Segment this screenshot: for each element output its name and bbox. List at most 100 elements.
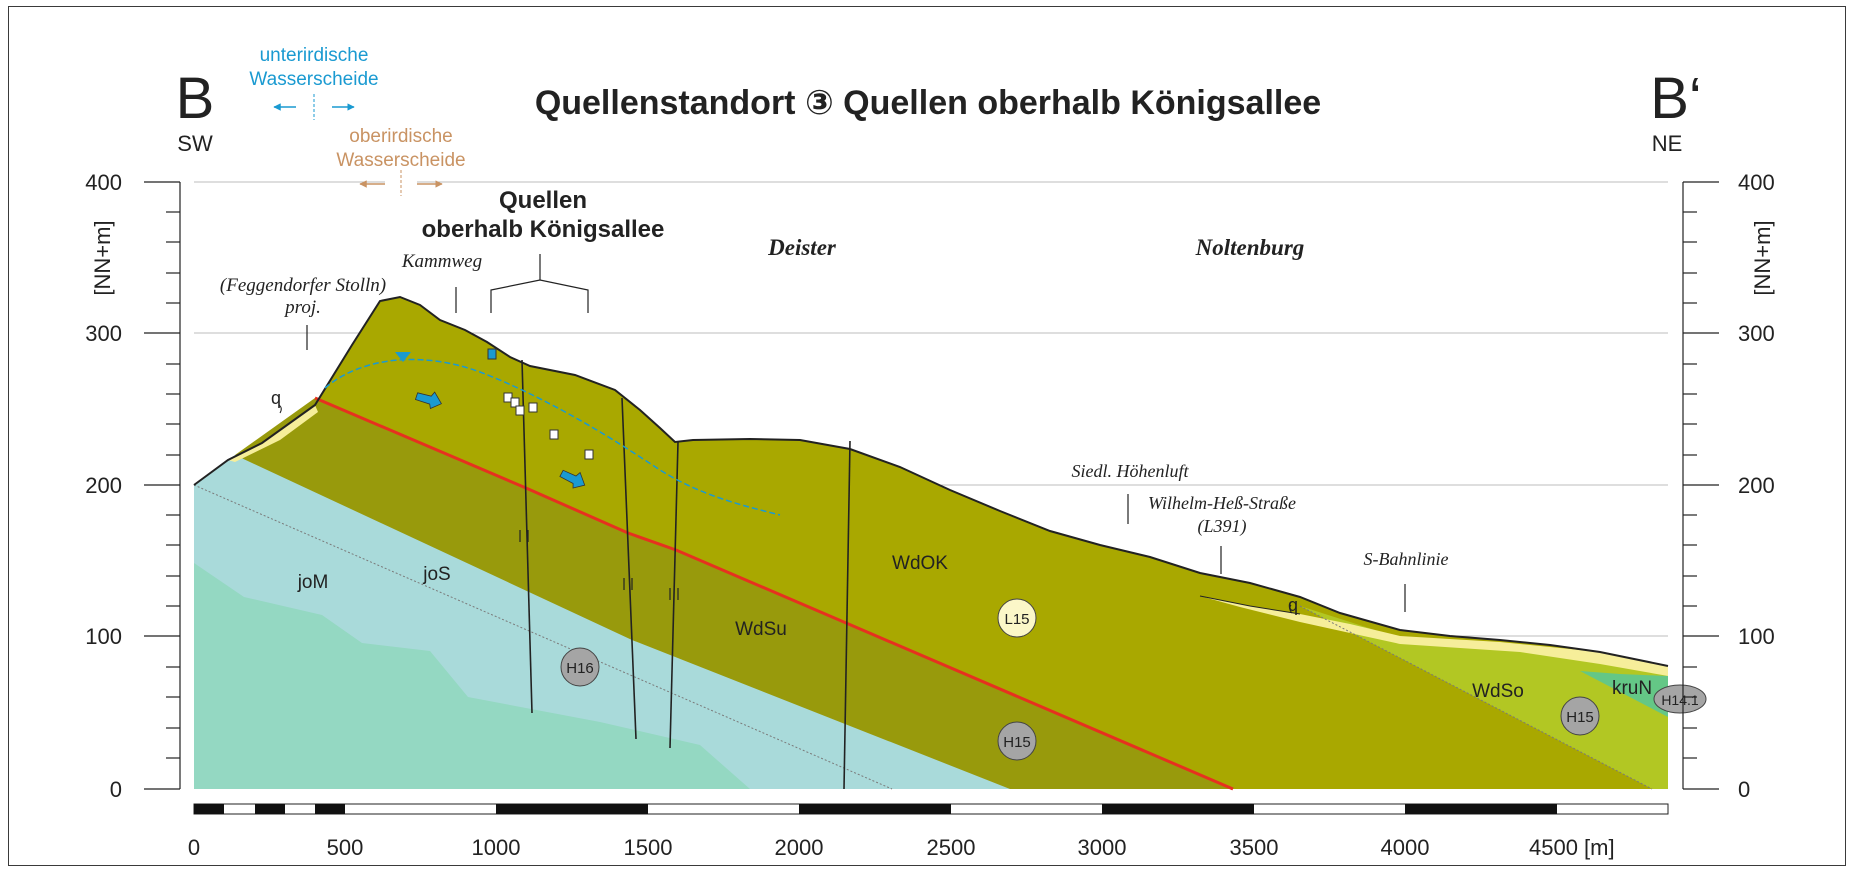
section-start-letter: B: [176, 66, 215, 131]
geology-layers: [194, 297, 1668, 789]
page-title: Quellenstandort ③ Quellen oberhalb König…: [535, 84, 1321, 122]
fault-marker-2: [623, 578, 633, 590]
location-markers: [306, 254, 1406, 612]
x-tick-3000: 3000: [1078, 835, 1127, 860]
y-tick-right-400: 400: [1738, 170, 1775, 195]
legend-underground-line1: unterirdische: [260, 45, 369, 66]
fault-markers: [519, 530, 679, 600]
y-tick-left-200: 200: [85, 473, 122, 498]
fault-marker-1: [519, 530, 529, 542]
fault-3: [669, 441, 679, 749]
flow-arrow-1: [414, 391, 442, 410]
left-minor-ticks: [166, 211, 180, 759]
left-major-ticks: [144, 181, 180, 790]
label-strasse-line2: (L391): [1198, 516, 1247, 537]
x-tick-3500: 3500: [1230, 835, 1279, 860]
x-tick-1000: 1000: [472, 835, 521, 860]
y-tick-left-300: 300: [85, 321, 122, 346]
label-stolln-line2: proj.: [283, 297, 321, 318]
well-label-L15: L15: [1004, 611, 1029, 628]
spring-6: [584, 449, 594, 460]
boundary-joS-joM: [193, 484, 893, 790]
spring-2: [510, 397, 520, 408]
spring-blue: [487, 348, 497, 360]
legend-surface-line2: Wasserscheide: [336, 150, 465, 171]
legend-surface-line1: oberirdische: [349, 126, 453, 147]
y-tick-right-100: 100: [1738, 624, 1775, 649]
x-tick-2000: 2000: [775, 835, 824, 860]
label-bahn: S-Bahnlinie: [1364, 549, 1449, 569]
well-H16: [560, 647, 600, 687]
scale-bar: [193, 803, 1669, 815]
springs: [487, 348, 594, 460]
spring-3: [515, 405, 525, 416]
well-H15-mid: [997, 721, 1037, 761]
boundary-lines: [193, 484, 1653, 790]
x-tick-0: 0: [188, 835, 200, 860]
label-noltenburg: Noltenburg: [1195, 235, 1305, 260]
layer-kruN: [1580, 671, 1668, 717]
y-tick-right-0: 0: [1738, 777, 1750, 802]
legend-surface-divide-symbol: [359, 170, 443, 196]
label-q-right: q: [1288, 595, 1298, 615]
x-tick-4000: 4000: [1381, 835, 1430, 860]
fault-marker-3: [669, 588, 679, 600]
fault-1: [521, 359, 533, 714]
spring-4: [528, 402, 538, 413]
groundwater-line: [324, 358, 781, 516]
x-tick-500: 500: [327, 835, 364, 860]
label-siedlung: Siedl. Höhenluft: [1072, 461, 1190, 481]
label-kammweg: Kammweg: [401, 251, 482, 272]
figure-frame: [8, 6, 1846, 866]
y-tick-left-400: 400: [85, 170, 122, 195]
unit-WdOK: WdOK: [892, 553, 948, 574]
q-marker-left: [278, 404, 282, 414]
y-tick-left-100: 100: [85, 624, 122, 649]
flow-arrows: [414, 391, 586, 489]
faults: [521, 359, 851, 790]
fault-2: [621, 397, 637, 740]
fault-4: [843, 440, 851, 790]
layer-quaternary-right: [1200, 596, 1668, 676]
right-major-ticks: [1683, 181, 1719, 790]
label-stolln-line1: (Feggendorfer Stolln): [220, 275, 386, 296]
marker-springs-bracket: [490, 279, 589, 313]
water-divide-triangle: [395, 352, 411, 362]
springs-title-line1: Quellen: [499, 187, 587, 214]
y-axis-label-right: [NN+m]: [1750, 220, 1775, 295]
unit-joM: joM: [297, 572, 329, 593]
terrain-surface: [193, 295, 1669, 667]
wells: [560, 598, 1707, 761]
q-marker-right: [1289, 604, 1293, 614]
text-layer: Quellenstandort ③ Quellen oberhalb König…: [85, 45, 1775, 860]
springs-title-line2: oberhalb Königsallee: [422, 216, 665, 243]
section-start-direction: SW: [177, 131, 213, 156]
layer-joM: [194, 485, 750, 789]
well-H14-1: [1653, 684, 1707, 714]
quaternary-base-line: [1199, 595, 1301, 615]
well-label-H15-mid: H15: [1003, 734, 1031, 751]
x-tick-2500: 2500: [927, 835, 976, 860]
well-label-H14-1: H14.1: [1661, 692, 1699, 708]
right-minor-ticks: [1683, 211, 1697, 759]
axes: [144, 181, 1719, 790]
well-H15-right: [1560, 696, 1600, 736]
legend-underground-line2: Wasserscheide: [249, 69, 378, 90]
section-end-letter: B‘: [1650, 66, 1702, 131]
unit-kruN: kruN: [1612, 678, 1652, 699]
legend-underground-divide-symbol: [273, 94, 355, 120]
y-axis-label-left: [NN+m]: [90, 220, 115, 295]
y-tick-right-300: 300: [1738, 321, 1775, 346]
unit-WdSo: WdSo: [1472, 681, 1524, 702]
well-label-H16: H16: [566, 660, 594, 677]
unit-joS: joS: [422, 564, 450, 585]
spring-5: [549, 429, 559, 440]
y-tick-right-200: 200: [1738, 473, 1775, 498]
label-q-left: q: [271, 388, 281, 408]
well-label-H15-right: H15: [1566, 709, 1594, 726]
label-deister: Deister: [767, 235, 837, 260]
x-tick-1500: 1500: [624, 835, 673, 860]
unit-WdSu: WdSu: [735, 619, 787, 640]
flow-arrow-2: [559, 469, 586, 489]
